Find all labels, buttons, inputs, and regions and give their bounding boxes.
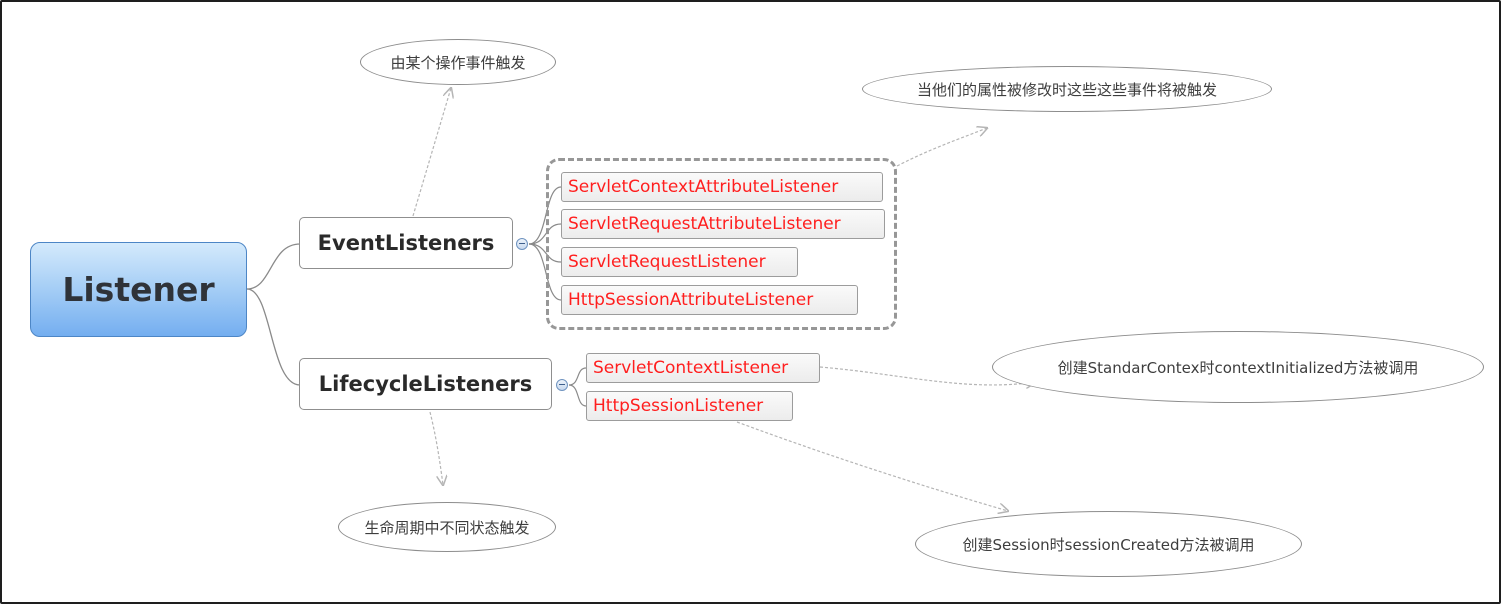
note-label: 创建StandarContex时contextInitialized方法被调用 (1057, 358, 1419, 377)
note-context-initialized[interactable]: 创建StandarContex时contextInitialized方法被调用 (992, 331, 1484, 403)
subtopic-servletcontextlistener[interactable]: ServletContextListener (586, 353, 820, 383)
note-label: 生命周期中不同状态触发 (364, 518, 530, 537)
connector-lifecycle-member-2 (568, 384, 587, 407)
branch-node-label: LifecycleListeners (318, 372, 533, 396)
connector-root-to-lifecyclelisteners (246, 288, 301, 386)
note-lifecycle-trigger[interactable]: 生命周期中不同状态触发 (338, 502, 556, 552)
note-session-created[interactable]: 创建Session时sessionCreated方法被调用 (915, 511, 1302, 577)
connector-lifecycle-member-1 (568, 367, 587, 386)
root-node-label: Listener (62, 270, 215, 309)
subtopic-servletrequestattributelistener[interactable]: ServletRequestAttributeListener (561, 209, 885, 239)
connector-root-to-eventlisteners (246, 243, 301, 290)
subtopic-servletcontextattributelistener[interactable]: ServletContextAttributeListener (561, 172, 883, 202)
subtopic-label: HttpSessionListener (593, 396, 764, 416)
subtopic-httpsessionlistener[interactable]: HttpSessionListener (586, 391, 793, 421)
note-label: 由某个操作事件触发 (390, 53, 526, 72)
note-label: 创建Session时sessionCreated方法被调用 (962, 535, 1255, 554)
root-node-listener[interactable]: Listener (30, 242, 247, 337)
subtopic-label: ServletRequestAttributeListener (568, 214, 841, 234)
annotation-arrow-attribute-change (896, 128, 987, 167)
branch-node-label: EventListeners (317, 231, 495, 255)
branch-node-eventlisteners[interactable]: EventListeners (299, 217, 513, 269)
annotation-arrow-session-created (736, 421, 1008, 511)
collapse-toggle-icon[interactable] (556, 379, 568, 391)
subtopic-label: HttpSessionAttributeListener (568, 290, 814, 310)
branch-node-lifecyclelisteners[interactable]: LifecycleListeners (299, 358, 552, 410)
subtopic-label: ServletContextListener (593, 358, 789, 378)
subtopic-servletrequestlistener[interactable]: ServletRequestListener (561, 247, 798, 277)
event-members-group-boundary (546, 158, 897, 330)
subtopic-label: ServletContextAttributeListener (568, 177, 839, 197)
subtopic-label: ServletRequestListener (568, 252, 766, 272)
collapse-toggle-icon[interactable] (516, 238, 528, 250)
note-event-trigger[interactable]: 由某个操作事件触发 (360, 39, 556, 85)
annotation-arrow-event-trigger (412, 88, 451, 217)
subtopic-httpsessionattributelistener[interactable]: HttpSessionAttributeListener (561, 285, 858, 315)
note-label: 当他们的属性被修改时这些这些事件将被触发 (916, 80, 1217, 99)
note-attribute-change[interactable]: 当他们的属性被修改时这些这些事件将被触发 (862, 66, 1272, 112)
annotation-arrow-lifecycle-trigger (429, 411, 443, 485)
